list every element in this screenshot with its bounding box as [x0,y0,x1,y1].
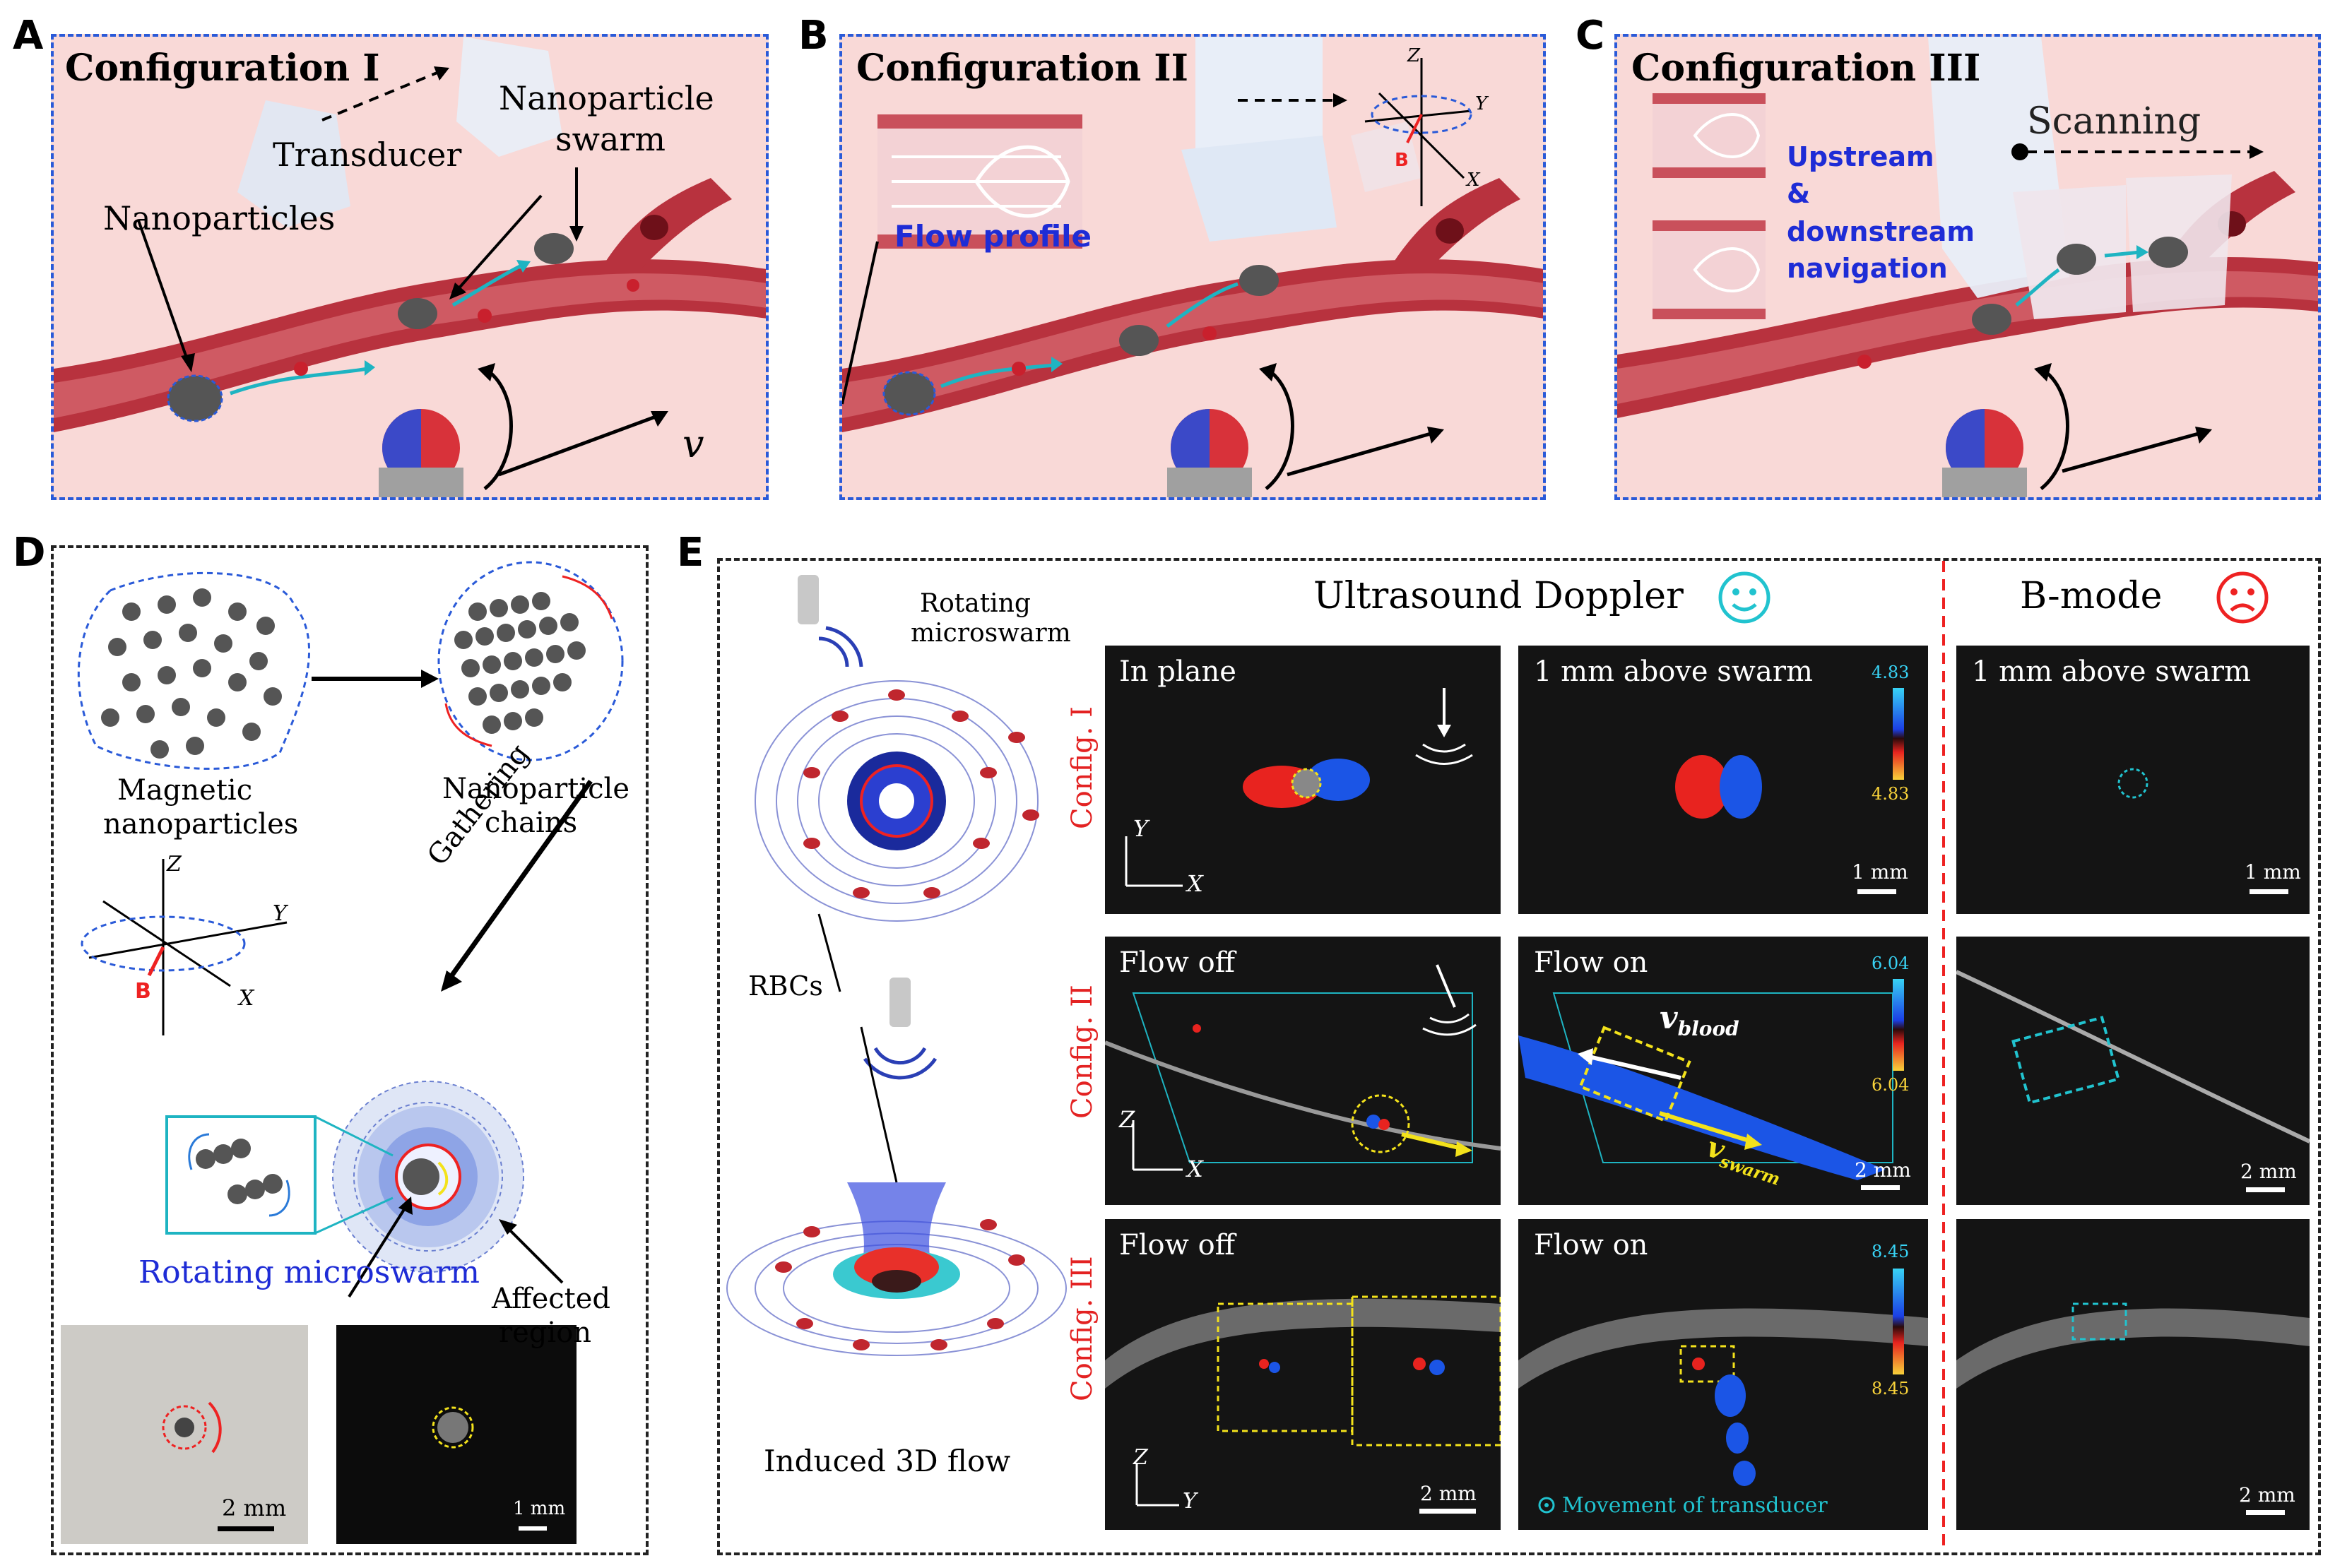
panel-d-swarm-formation: Magnetic nanoparticles Nanoparticle chai… [51,545,649,1555]
scale-r1c2: 1 mm [1852,860,1908,884]
panel-label-a: A [13,13,44,59]
panel-e-imaging: Rotating microswarm RBCs Induced 3D flow… [717,558,2321,1555]
title-r1c1: In plane [1119,655,1236,688]
us-image-row2-flowon: Flow on vblood vswarm 6.04 6.04 2 mm [1518,937,1928,1205]
us-image-row1-bmode: 1 mm above swarm 1 mm [1956,646,2310,914]
title-r1c2: 1 mm above swarm [1534,655,1813,688]
cbar-bottom-r3c2: 8.45 [1872,1379,1910,1398]
magnetic-label-1: Magnetic [117,774,253,807]
fluor-scale-label: 1 mm [513,1498,566,1519]
axis-x-label-d: X [239,986,254,1011]
rotating-microswarm-label: Rotating microswarm [138,1254,480,1290]
axis-b-r2c1: X [1187,1156,1203,1182]
axis-a-r3c1: Z [1133,1445,1148,1470]
axis-z-label-d: Z [167,852,182,877]
us-image-row2-flowoff: Flow off Z X [1105,937,1501,1205]
bmode-heading: B-mode [2020,575,2163,617]
vessel-illustration-a [54,37,766,497]
panel-label-e: E [677,530,704,576]
field-b-label-d: B [135,979,151,1004]
scale-r3c3: 2 mm [2239,1483,2295,1507]
panel-label-d: D [13,530,46,576]
us-image-row1-inplane: In plane Y X [1105,646,1501,914]
us-image-row3-flowon: Flow on 8.45 8.45 Movement of transducer [1518,1219,1928,1530]
velocity-label: v [682,422,704,466]
affected-region-label-2: region [499,1317,592,1349]
field-b-label-b: B [1395,150,1409,171]
config-2-title: Configuration II [856,47,1188,90]
photo-scale-label: 2 mm [222,1495,287,1521]
us-image-row3-bmode: 2 mm [1956,1219,2310,1530]
title-r1c3: 1 mm above swarm [1972,655,2251,688]
config-2-side-label: Config. II [1066,985,1099,1119]
rbcs-label: RBCs [748,970,823,1002]
nanoparticles-label: Nanoparticles [103,199,336,237]
config-1-side-label: Config. I [1066,706,1099,829]
axis-b-r1c1: X [1187,870,1203,897]
navigation-label-4: navigation [1787,253,1948,284]
v-blood-main: v [1660,1000,1678,1036]
cbar-top-r2c2: 6.04 [1872,954,1910,973]
scanning-label: Scanning [2027,100,2201,143]
title-r2c2: Flow on [1534,946,1648,979]
vessel-illustration-b [842,37,1543,497]
v-blood-label: vblood [1660,1000,1739,1040]
induced-flow-label: Induced 3D flow [764,1444,1011,1478]
frown-icon [2216,571,2269,624]
scale-r3c1: 2 mm [1420,1482,1477,1505]
config-1-title: Configuration I [65,47,380,90]
cbar-bottom-r2c2: 6.04 [1872,1075,1910,1095]
induced-flow-diagram [726,575,1067,1356]
section-divider [1942,561,1945,1550]
us-image-row3-flowoff: Flow off Z Y 2 mm [1105,1219,1501,1530]
navigation-label-1: Upstream [1787,141,1934,172]
transducer-label: Transducer [273,136,462,174]
nanoparticle-swarm-label-1: Nanoparticle [499,79,714,117]
smile-icon [1718,571,1771,624]
scale-r2c3: 2 mm [2240,1160,2297,1183]
panel-c-configuration-3: Configuration III Scanning Upstream & do… [1614,34,2321,500]
doppler-heading: Ultrasound Doppler [1313,575,1684,617]
axis-a-r2c1: Z [1119,1106,1135,1133]
title-r3c1: Flow off [1119,1229,1236,1261]
chains-label-2: chains [485,807,578,839]
axis-z-label-b: Z [1407,45,1421,66]
rotating-label-1: Rotating [920,589,1031,618]
panel-label-c: C [1576,13,1605,59]
title-r2c1: Flow off [1119,946,1236,979]
config-3-side-label: Config. III [1066,1256,1099,1401]
vessel-illustration-c [1617,37,2318,497]
v-blood-sub: blood [1677,1016,1739,1040]
cbar-top-r3c2: 8.45 [1872,1242,1910,1261]
axis-y-label-b: Y [1475,93,1488,114]
scale-r2c2: 2 mm [1855,1158,1911,1182]
config-3-title: Configuration III [1631,47,1981,90]
navigation-label-3: downstream [1787,216,1975,247]
affected-region-label-1: Affected [492,1283,611,1315]
axis-b-r3c1: Y [1183,1489,1197,1514]
scale-r1c3: 1 mm [2245,860,2301,884]
us-image-row1-above: 1 mm above swarm 4.83 4.83 1 mm [1518,646,1928,914]
panel-a-configuration-1: Configuration I Transducer Nanoparticle … [51,34,769,500]
cbar-top-r1c2: 4.83 [1872,663,1910,682]
title-r3c2: Flow on [1534,1229,1648,1261]
panel-b-configuration-2: Configuration II Flow profile Z Y X B [839,34,1546,500]
swarm-formation-diagram [61,561,624,1544]
axis-y-label-d: Y [273,901,287,926]
us-image-row2-bmode: 2 mm [1956,937,2310,1205]
magnetic-label-2: nanoparticles [103,808,299,841]
cbar-bottom-r1c2: 4.83 [1872,784,1910,804]
navigation-label-2: & [1787,178,1811,209]
flow-profile-label: Flow profile [894,219,1092,254]
chains-label-1: Nanoparticle [442,773,629,805]
panel-label-b: B [798,13,829,59]
nanoparticle-swarm-label-2: swarm [555,120,666,158]
axis-x-label-b: X [1467,170,1480,191]
rotating-label-2: microswarm [911,619,1071,648]
movement-label: Movement of transducer [1562,1493,1828,1518]
axis-a-r1c1: Y [1133,815,1149,842]
